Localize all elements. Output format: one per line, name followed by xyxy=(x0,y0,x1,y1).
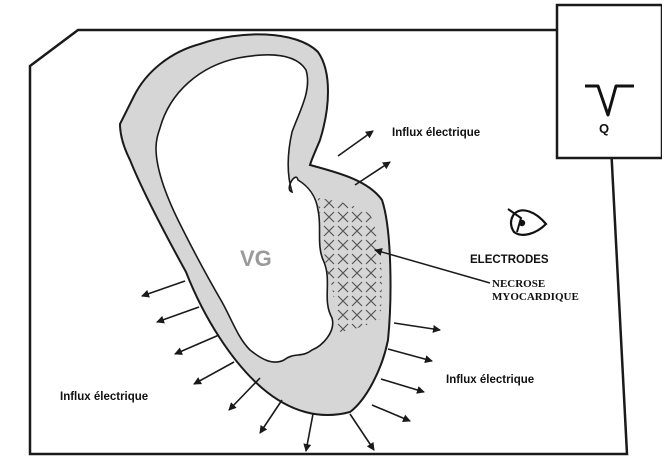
label-influx-right: Influx électrique xyxy=(446,374,534,386)
label-influx-left: Influx électrique xyxy=(60,391,148,403)
label-electrodes: ELECTRODES xyxy=(470,254,549,266)
label-myocardique: MYOCARDIQUE xyxy=(492,291,579,303)
label-necrose: NECROSE xyxy=(492,278,545,290)
ventricle-label: VG xyxy=(240,246,272,271)
label-influx-top: Influx électrique xyxy=(392,127,480,139)
q-wave-label: Q xyxy=(599,121,609,136)
q-wave-inset: Q xyxy=(557,5,662,158)
